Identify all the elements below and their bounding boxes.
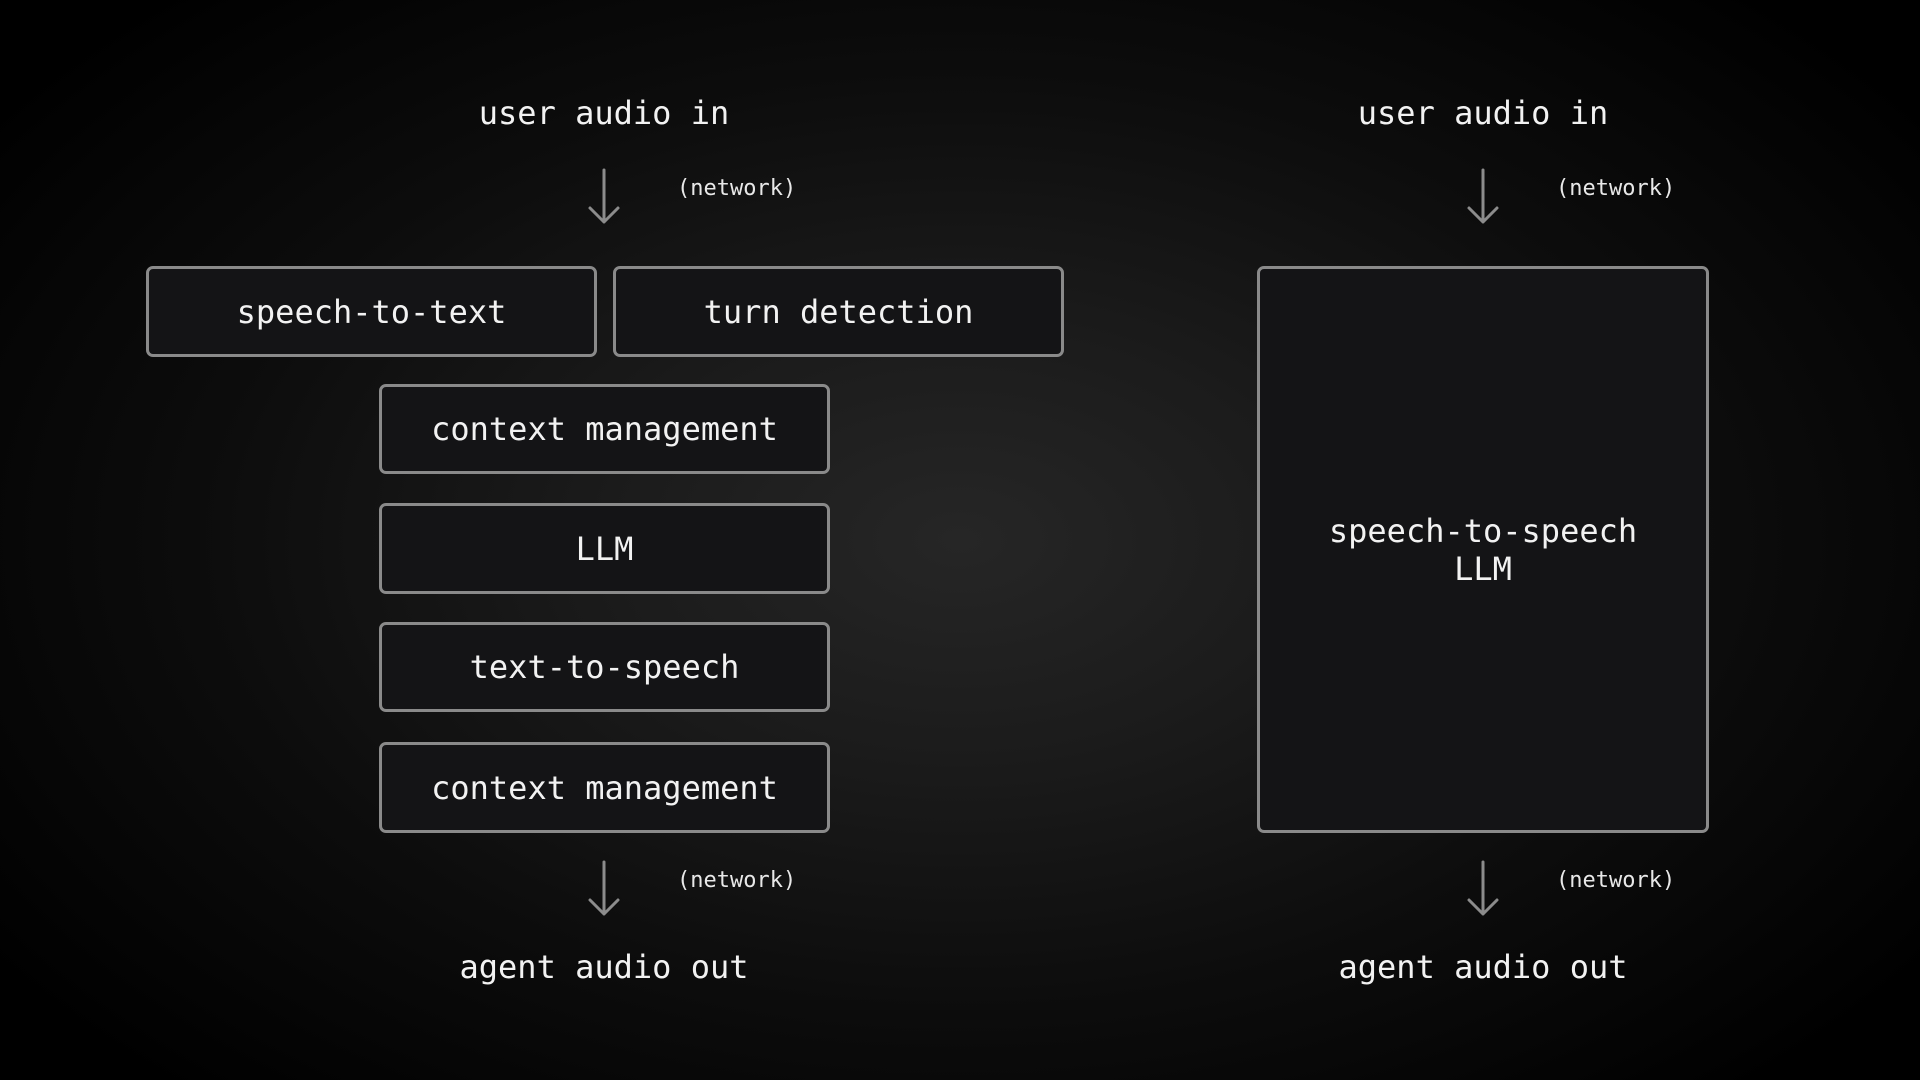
speech-to-speech-llm-label: speech-to-speech LLM [1329,512,1637,588]
speech-to-text-label: speech-to-text [236,292,507,331]
speech-to-speech-label-line1: speech-to-speech [1328,511,1638,550]
context-management-label-2: context management [431,768,778,807]
left-input-label: user audio in [478,94,730,132]
context-management-box-1: context management [379,384,830,474]
text-to-speech-box: text-to-speech [379,622,830,712]
llm-label: LLM [575,529,634,568]
speech-to-speech-llm-box: speech-to-speech LLM [1257,266,1709,833]
left-output-label: agent audio out [459,948,749,986]
arrow-down-icon [588,168,620,224]
right-output-network-label: (network) [1556,868,1676,893]
left-input-network-label: (network) [677,176,797,201]
turn-detection-label: turn detection [703,292,974,331]
turn-detection-box: turn detection [613,266,1064,357]
arrow-down-icon [1467,168,1499,224]
text-to-speech-label: text-to-speech [469,648,740,686]
speech-to-text-box: speech-to-text [146,266,597,357]
right-input-label: user audio in [1357,94,1609,132]
speech-to-speech-label-line2: LLM [1454,549,1512,588]
arrow-down-icon [1467,860,1499,916]
right-output-label: agent audio out [1338,948,1628,986]
right-input-network-label: (network) [1556,176,1676,201]
context-management-label-1: context management [431,410,778,448]
arrow-down-icon [588,860,620,916]
llm-box: LLM [379,503,830,594]
left-output-network-label: (network) [677,868,797,893]
context-management-box-2: context management [379,742,830,833]
